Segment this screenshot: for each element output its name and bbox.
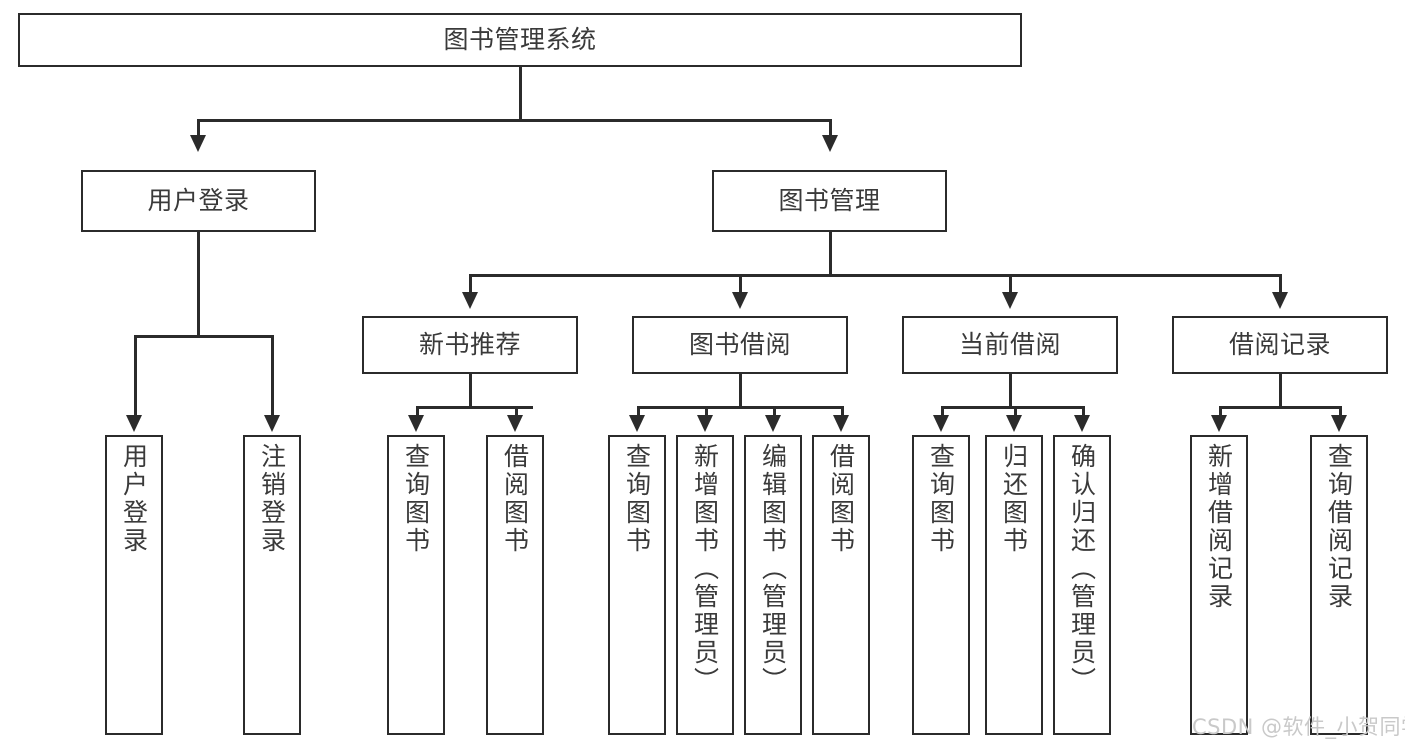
leaf-user-login[interactable]: 用户登录 <box>105 435 163 735</box>
leaf-query-borrow-record[interactable]: 查询借阅记录 <box>1310 435 1368 735</box>
node-label: 查询借阅记录 <box>1324 443 1354 611</box>
node-book-management[interactable]: 图书管理 <box>712 170 947 232</box>
node-label: 新书推荐 <box>418 330 521 360</box>
arrow-book-borrow-leaf3 <box>765 415 781 432</box>
node-label: 新增图书（管理员） <box>690 443 720 695</box>
node-label: 图书管理系统 <box>443 25 597 55</box>
connector-user-login-leaf2 <box>271 335 274 419</box>
node-label: 借阅图书 <box>500 443 530 555</box>
node-label: 新增借阅记录 <box>1204 443 1234 611</box>
arrow-bm-to-new-book <box>462 292 478 309</box>
node-label: 查询图书 <box>401 443 431 555</box>
leaf-borrow-book-recommend[interactable]: 借阅图书 <box>486 435 544 735</box>
arrow-current-borrow-leaf1 <box>933 415 949 432</box>
node-label: 编辑图书（管理员） <box>758 443 788 695</box>
leaf-user-logout[interactable]: 注销登录 <box>243 435 301 735</box>
node-label: 用户登录 <box>119 443 149 555</box>
leaf-query-book-recommend[interactable]: 查询图书 <box>387 435 445 735</box>
connector-bm-to-current-borrow <box>1009 274 1012 296</box>
connector-user-login-stem <box>197 232 200 337</box>
arrow-root-to-user-login <box>190 135 206 152</box>
connector-bm-to-borrow-record <box>1279 274 1282 296</box>
connector-borrow-record-stem <box>1279 374 1282 408</box>
connector-book-management-stem <box>829 232 832 276</box>
leaf-add-book[interactable]: 新增图书（管理员） <box>676 435 734 735</box>
connector-root-to-user-login <box>197 119 200 139</box>
connector-borrow-record-bus <box>1219 406 1340 409</box>
connector-current-borrow-leaf2 <box>1014 406 1017 419</box>
leaf-confirm-return[interactable]: 确认归还（管理员） <box>1053 435 1111 735</box>
arrow-current-borrow-leaf3 <box>1074 415 1090 432</box>
connector-new-book-leaf2 <box>515 406 518 419</box>
connector-book-borrow-leaf3 <box>773 406 776 419</box>
arrow-borrow-record-leaf1 <box>1211 415 1227 432</box>
leaf-return-book[interactable]: 归还图书 <box>985 435 1043 735</box>
connector-root-stem <box>519 67 522 121</box>
connector-user-login-bus <box>134 335 273 338</box>
node-label: 借阅图书 <box>826 443 856 555</box>
connector-borrow-record-leaf2 <box>1339 406 1342 419</box>
node-label: 查询图书 <box>622 443 652 555</box>
connector-book-borrow-leaf1 <box>637 406 640 419</box>
arrow-new-book-leaf2 <box>507 415 523 432</box>
leaf-query-book-borrow[interactable]: 查询图书 <box>608 435 666 735</box>
csdn-watermark: CSDN @软件_小贺同学 <box>1192 715 1405 739</box>
arrow-book-borrow-leaf4 <box>833 415 849 432</box>
arrow-user-login-leaf1 <box>126 415 142 432</box>
node-new-book-recommend[interactable]: 新书推荐 <box>362 316 578 374</box>
connector-root-to-book-management <box>829 119 832 139</box>
connector-book-borrow-stem <box>739 374 742 408</box>
arrow-root-to-book-management <box>822 135 838 152</box>
arrow-new-book-leaf1 <box>408 415 424 432</box>
leaf-edit-book[interactable]: 编辑图书（管理员） <box>744 435 802 735</box>
node-label: 用户登录 <box>147 186 250 216</box>
node-label: 归还图书 <box>999 443 1029 555</box>
arrow-borrow-record-leaf2 <box>1331 415 1347 432</box>
arrow-user-login-leaf2 <box>264 415 280 432</box>
node-label: 当前借阅 <box>958 330 1061 360</box>
node-label: 图书借阅 <box>688 330 791 360</box>
connector-current-borrow-bus <box>941 406 1082 409</box>
leaf-borrow-book[interactable]: 借阅图书 <box>812 435 870 735</box>
connector-new-book-leaf1 <box>416 406 419 419</box>
connector-book-borrow-bus <box>637 406 841 409</box>
node-user-login[interactable]: 用户登录 <box>81 170 316 232</box>
connector-current-borrow-leaf3 <box>1082 406 1085 419</box>
connector-book-management-bus <box>469 274 1280 277</box>
connector-current-borrow-stem <box>1009 374 1012 408</box>
connector-bm-to-book-borrow <box>739 274 742 296</box>
node-current-borrow[interactable]: 当前借阅 <box>902 316 1118 374</box>
arrow-book-borrow-leaf2 <box>697 415 713 432</box>
arrow-current-borrow-leaf2 <box>1006 415 1022 432</box>
connector-book-borrow-leaf4 <box>841 406 844 419</box>
arrow-bm-to-borrow-record <box>1272 292 1288 309</box>
connector-user-login-leaf1 <box>134 335 137 419</box>
node-label: 借阅记录 <box>1228 330 1331 360</box>
connector-new-book-stem <box>469 374 472 408</box>
leaf-add-borrow-record[interactable]: 新增借阅记录 <box>1190 435 1248 735</box>
node-label: 确认归还（管理员） <box>1067 443 1097 695</box>
arrow-book-borrow-leaf1 <box>629 415 645 432</box>
node-borrow-record[interactable]: 借阅记录 <box>1172 316 1388 374</box>
node-root-book-management-system[interactable]: 图书管理系统 <box>18 13 1022 67</box>
arrow-bm-to-book-borrow <box>732 292 748 309</box>
connector-book-borrow-leaf2 <box>705 406 708 419</box>
node-label: 查询图书 <box>926 443 956 555</box>
connector-root-bus <box>197 119 831 122</box>
connector-bm-to-new-book <box>469 274 472 296</box>
connector-new-book-bus <box>416 406 533 409</box>
node-label: 图书管理 <box>778 186 881 216</box>
node-book-borrow[interactable]: 图书借阅 <box>632 316 848 374</box>
node-label: 注销登录 <box>257 443 287 555</box>
arrow-bm-to-current-borrow <box>1002 292 1018 309</box>
leaf-query-book-current[interactable]: 查询图书 <box>912 435 970 735</box>
connector-borrow-record-leaf1 <box>1219 406 1222 419</box>
connector-current-borrow-leaf1 <box>941 406 944 419</box>
